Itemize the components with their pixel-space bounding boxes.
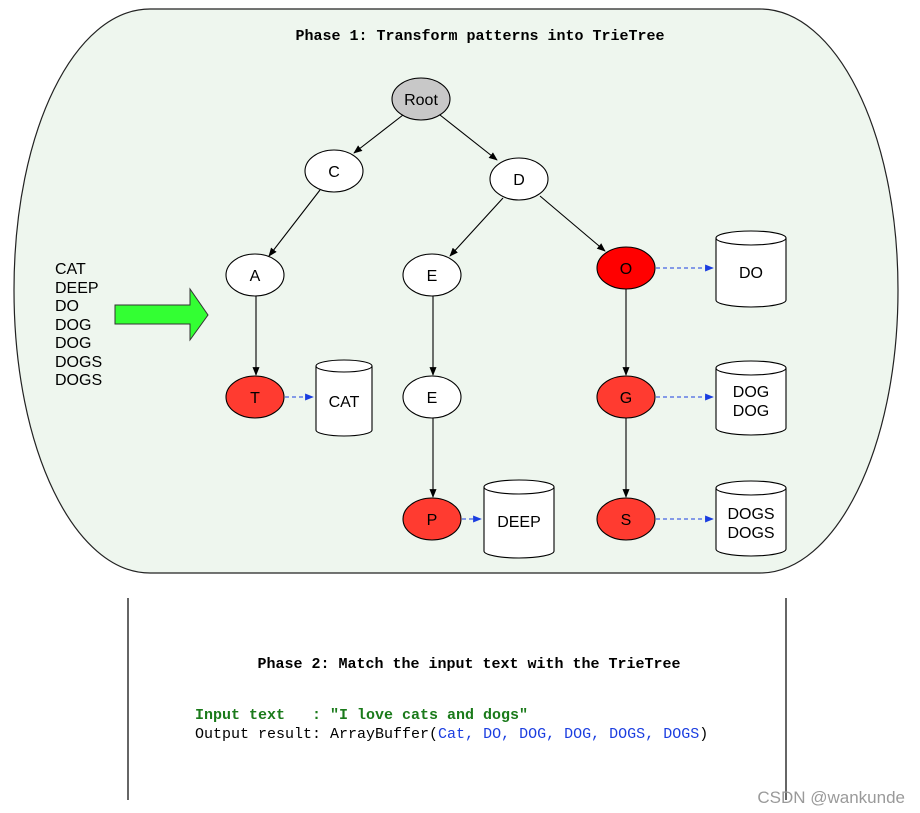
node-a: A (225, 253, 285, 297)
pattern-item: DOGS (55, 354, 102, 371)
output-label: Output result: ArrayBuffer( (195, 726, 438, 743)
svg-text:DOGS: DOGS (727, 525, 774, 542)
storage-dog-icon: DOG DOG (715, 360, 787, 436)
node-p: P (402, 497, 462, 541)
phase1-title: Phase 1: Transform patterns into TrieTre… (295, 28, 664, 45)
storage-cylinders: CAT DEEP DO DOG DOG DOGS DOGS (315, 230, 787, 559)
node-c: C (304, 149, 364, 193)
watermark: CSDN @wankunde (757, 788, 905, 807)
node-root: Root (391, 77, 451, 121)
output-item: DOG (564, 726, 591, 743)
edge-root-c (353, 114, 404, 154)
tree-edges (252, 114, 630, 498)
node-s: S (596, 497, 656, 541)
output-separator: , (645, 726, 663, 743)
input-label: Input text : (195, 707, 330, 724)
input-value: "I love cats and dogs" (330, 707, 528, 724)
pattern-item: DEEP (55, 280, 99, 297)
storage-deep-icon: DEEP (483, 479, 555, 559)
pattern-item: DOGS (55, 372, 102, 389)
node-e1: E (402, 253, 462, 297)
pattern-item: DOG (55, 317, 91, 334)
svg-text:P: P (427, 512, 438, 529)
phase2-title: Phase 2: Match the input text with the T… (257, 656, 680, 673)
storage-links (285, 264, 714, 523)
node-d: D (489, 157, 549, 201)
edge-c-a (268, 189, 321, 257)
pattern-item: CAT (55, 261, 86, 278)
output-separator: , (546, 726, 564, 743)
svg-text:CAT: CAT (329, 394, 360, 411)
pattern-item: DOG (55, 335, 91, 352)
output-close: ) (699, 726, 708, 743)
edge-root-d (439, 114, 498, 161)
output-item: DOGS (663, 726, 699, 743)
output-line: Output result: ArrayBuffer(Cat, DO, DOG,… (195, 726, 708, 743)
node-g: G (596, 375, 656, 419)
storage-do-icon: DO (715, 230, 787, 308)
edge-d-e1 (449, 197, 504, 257)
svg-text:A: A (250, 268, 261, 285)
svg-text:DEEP: DEEP (497, 514, 541, 531)
svg-text:DOGS: DOGS (727, 506, 774, 523)
pattern-item: DO (55, 298, 79, 315)
output-separator: , (501, 726, 519, 743)
output-separator: , (591, 726, 609, 743)
tree-nodes: Root C D A E O T E (225, 77, 656, 541)
svg-text:D: D (513, 172, 525, 189)
output-item: DOGS (609, 726, 645, 743)
phase1-panel (13, 8, 899, 574)
output-item: Cat (438, 726, 465, 743)
edge-d-o (539, 195, 606, 252)
node-e2: E (402, 375, 462, 419)
svg-text:Root: Root (404, 92, 438, 109)
output-item: DO (483, 726, 501, 743)
input-line: Input text : "I love cats and dogs" (195, 707, 528, 724)
transform-arrow-icon (114, 287, 209, 342)
node-t: T (225, 375, 285, 419)
svg-text:O: O (620, 261, 632, 278)
pattern-list: CAT DEEP DO DOG DOG DOGS DOGS (55, 261, 102, 389)
svg-text:DO: DO (739, 265, 763, 282)
svg-text:DOG: DOG (733, 403, 769, 420)
svg-text:DOG: DOG (733, 384, 769, 401)
svg-text:G: G (620, 390, 632, 407)
output-separator: , (465, 726, 483, 743)
svg-text:E: E (427, 390, 438, 407)
storage-dogs-icon: DOGS DOGS (715, 480, 787, 557)
node-o: O (596, 246, 656, 290)
svg-text:E: E (427, 268, 438, 285)
svg-text:T: T (250, 390, 260, 407)
storage-cat-icon: CAT (315, 359, 373, 437)
svg-text:S: S (621, 512, 632, 529)
output-item: DOG (519, 726, 546, 743)
svg-text:C: C (328, 164, 340, 181)
